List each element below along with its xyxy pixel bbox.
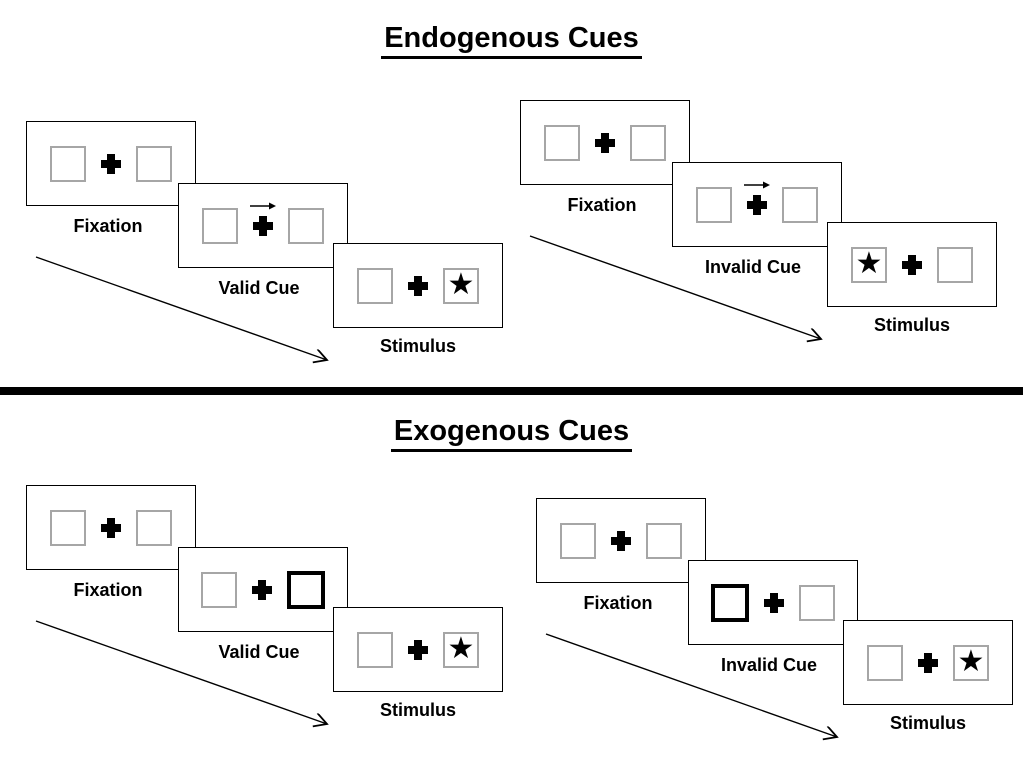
fixation-cross-icon	[408, 639, 428, 660]
fixation-cross-cell	[610, 530, 632, 552]
panel-stimulus: ★	[843, 620, 1013, 705]
fixation-cross-cell	[901, 254, 923, 276]
fixation-cross-cell	[917, 652, 939, 674]
right-box-with-star: ★	[443, 630, 479, 668]
left-box	[50, 509, 86, 546]
panel-valid-cue	[178, 547, 348, 632]
panel-label-valid-cue: Valid Cue	[218, 642, 300, 662]
panel-invalid-cue	[688, 560, 858, 645]
panel-label-stimulus: Stimulus	[379, 336, 457, 356]
section-divider	[0, 387, 1023, 395]
panel-label-invalid-cue: Invalid Cue	[720, 655, 818, 675]
right-box	[937, 246, 973, 283]
fixation-cross-icon	[611, 530, 631, 551]
panel-fixation	[26, 121, 196, 206]
panel-label-fixation: Fixation	[73, 216, 143, 236]
fixation-cross-cell	[744, 181, 770, 216]
section-title-endogenous: Endogenous Cues	[0, 22, 1023, 59]
panel-label-invalid-cue: Invalid Cue	[704, 257, 802, 277]
panel-label-valid-cue: Valid Cue	[218, 278, 300, 298]
fixation-cross-icon	[764, 592, 784, 613]
panel-stimulus: ★	[333, 607, 503, 692]
panel-label-fixation: Fixation	[567, 195, 637, 215]
left-box	[201, 571, 237, 608]
fixation-cross-cell	[100, 517, 122, 539]
right-box	[799, 584, 835, 621]
panel-fixation	[520, 100, 690, 185]
panel-invalid-cue	[672, 162, 842, 247]
fixation-cross-cell	[250, 202, 276, 237]
section-title-exogenous: Exogenous Cues	[0, 415, 1023, 452]
timeline-arrow-icon	[529, 235, 840, 358]
star-icon: ★	[447, 630, 475, 666]
fixation-cross-icon	[747, 194, 767, 215]
panel-stimulus: ★	[827, 222, 997, 307]
left-box	[696, 186, 732, 223]
fixation-cross-icon	[101, 517, 121, 538]
fixation-cross-cell	[763, 592, 785, 614]
right-box-with-star: ★	[953, 643, 989, 681]
panel-stimulus: ★	[333, 243, 503, 328]
fixation-cross-icon	[253, 215, 273, 236]
panel-label-stimulus: Stimulus	[889, 713, 967, 733]
star-icon: ★	[855, 245, 883, 281]
fixation-cross-icon	[252, 579, 272, 600]
fixation-cross-icon	[902, 254, 922, 275]
fixation-cross-icon	[595, 132, 615, 153]
fixation-cross-cell	[407, 639, 429, 661]
panel-label-fixation: Fixation	[583, 593, 653, 613]
left-box	[357, 631, 393, 668]
right-box	[136, 509, 172, 546]
left-box	[867, 644, 903, 681]
cue-arrow-icon	[744, 181, 770, 188]
star-icon: ★	[957, 643, 985, 679]
fixation-cross-cell	[594, 132, 616, 154]
right-box	[630, 124, 666, 161]
left-box	[202, 207, 238, 244]
panel-label-stimulus: Stimulus	[873, 315, 951, 335]
panel-fixation	[26, 485, 196, 570]
fixation-cross-cell	[407, 275, 429, 297]
panel-label-fixation: Fixation	[73, 580, 143, 600]
fixation-cross-cell	[251, 579, 273, 601]
right-box	[136, 145, 172, 182]
fixation-cross-icon	[918, 652, 938, 673]
right-box	[288, 207, 324, 244]
fixation-cross-icon	[101, 153, 121, 174]
right-box-with-star: ★	[443, 266, 479, 304]
cue-arrow-icon	[250, 202, 276, 209]
left-box-with-star: ★	[851, 245, 887, 283]
panel-fixation	[536, 498, 706, 583]
left-box	[50, 145, 86, 182]
timeline-arrow-icon	[35, 620, 346, 743]
star-icon: ★	[447, 266, 475, 302]
right-box	[646, 522, 682, 559]
fixation-cross-icon	[408, 275, 428, 296]
left-box	[544, 124, 580, 161]
timeline-arrow-icon	[35, 256, 346, 379]
fixation-cross-cell	[100, 153, 122, 175]
timeline-arrow-icon	[545, 633, 856, 756]
left-box	[560, 522, 596, 559]
section-title-text: Exogenous Cues	[390, 415, 633, 452]
section-title-text: Endogenous Cues	[381, 22, 642, 59]
right-box	[782, 186, 818, 223]
left-box	[357, 267, 393, 304]
right-box-cue-highlight	[287, 570, 325, 609]
panel-valid-cue	[178, 183, 348, 268]
left-box-cue-highlight	[711, 583, 749, 622]
panel-label-stimulus: Stimulus	[379, 700, 457, 720]
